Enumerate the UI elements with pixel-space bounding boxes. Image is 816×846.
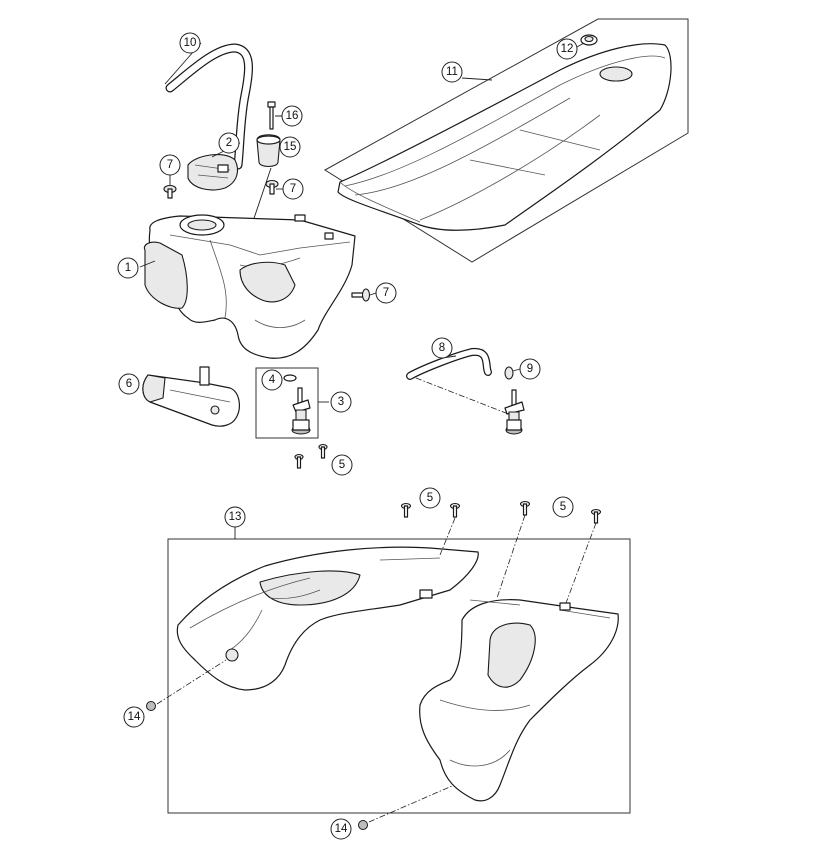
svg-text:4: 4	[269, 374, 276, 386]
callout-6: 6	[118, 373, 140, 395]
tank-bracket	[142, 366, 240, 427]
screw-7-left	[163, 184, 177, 199]
svg-text:8: 8	[439, 342, 445, 354]
callout-5-tap: 5	[331, 454, 353, 476]
side-panel-frame	[167, 538, 631, 814]
hose-clamp	[504, 366, 514, 380]
screw-5-tap-a	[294, 453, 304, 469]
screw-5-panel-d	[590, 508, 602, 524]
screw-7-right	[351, 288, 371, 302]
svg-text:7: 7	[383, 287, 389, 299]
svg-text:7: 7	[167, 159, 173, 171]
callout-11: 11	[441, 61, 463, 83]
svg-text:5: 5	[427, 492, 433, 504]
svg-text:1: 1	[125, 262, 131, 274]
callout-4: 4	[261, 369, 283, 391]
svg-text:9: 9	[527, 363, 533, 375]
seat	[337, 43, 672, 231]
callout-9: 9	[519, 358, 541, 380]
seat-frame	[324, 18, 689, 263]
screw-7-mid	[265, 179, 279, 195]
seat-group	[324, 18, 689, 263]
callout-14-left: 14	[123, 706, 145, 728]
callout-13: 13	[224, 506, 246, 528]
svg-text:5: 5	[339, 459, 345, 471]
fuel-hose	[406, 347, 492, 380]
svg-text:3: 3	[338, 396, 344, 408]
callout-3: 3	[330, 391, 352, 413]
svg-text:2: 2	[226, 137, 232, 149]
screw-5-panel-b	[449, 502, 461, 518]
screw-5-panel-c	[519, 500, 531, 516]
callout-2: 2	[218, 132, 240, 154]
svg-text:14: 14	[335, 823, 348, 835]
screw-14-left	[146, 701, 156, 711]
svg-text:16: 16	[286, 110, 299, 122]
svg-text:11: 11	[446, 66, 458, 78]
svg-text:15: 15	[284, 141, 297, 153]
callout-7-mid: 7	[282, 178, 304, 200]
grommet-15	[256, 134, 281, 168]
callout-8: 8	[431, 337, 453, 359]
callout-1: 1	[117, 257, 139, 279]
screw-5-panel-a	[400, 502, 412, 518]
seat-bolt	[580, 34, 598, 46]
callout-15: 15	[279, 136, 301, 158]
svg-text:14: 14	[128, 711, 141, 723]
screw-14-bottom	[358, 820, 368, 830]
screw-5-tap-b	[318, 443, 328, 459]
bolt-16	[267, 101, 276, 130]
svg-text:7: 7	[290, 183, 296, 195]
fuel-tap	[283, 374, 311, 435]
seat-bolt-hole	[599, 66, 633, 82]
callout-7-right: 7	[375, 282, 397, 304]
filler-cap	[187, 154, 239, 191]
callout-16: 16	[281, 105, 303, 127]
callout-5-panel-left: 5	[419, 487, 441, 509]
fuel-tap-frame	[255, 367, 319, 439]
callout-14-bottom: 14	[330, 818, 352, 840]
callout-12: 12	[556, 38, 578, 60]
callout-10: 10	[179, 32, 201, 54]
svg-text:6: 6	[126, 378, 132, 390]
side-panel-left	[176, 546, 479, 691]
svg-text:5: 5	[560, 501, 566, 513]
side-panel-right	[419, 599, 619, 802]
callout-7-left: 7	[159, 154, 181, 176]
svg-text:13: 13	[229, 511, 242, 523]
svg-text:12: 12	[561, 43, 574, 55]
callout-5-panel-right: 5	[552, 496, 574, 518]
fuel-tank	[143, 214, 356, 359]
fuel-tap-right	[504, 389, 525, 435]
svg-text:10: 10	[184, 37, 197, 49]
breather-hose	[165, 43, 254, 170]
